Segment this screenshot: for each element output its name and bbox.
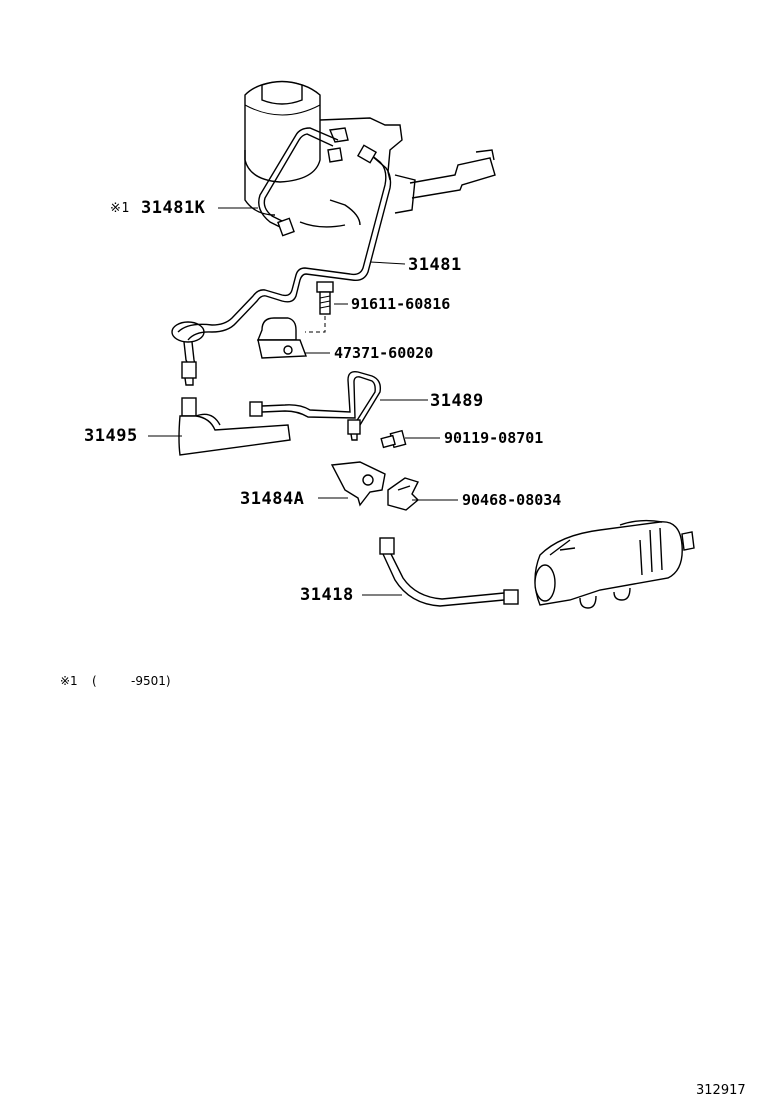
tube-31489	[249, 370, 382, 441]
label-90119-08701: 90119-08701	[444, 429, 544, 447]
leader-lines	[148, 207, 458, 596]
label-31481: 31481	[408, 255, 462, 275]
tube-31481K	[258, 127, 339, 237]
label-31484A: 31484A	[240, 489, 305, 509]
label-31489: 31489	[430, 391, 484, 411]
footnote-mark: ※1	[60, 674, 78, 688]
label-91611-60816: 91611-60816	[351, 295, 451, 313]
label-31418: 31418	[300, 585, 354, 605]
tube-31481	[171, 144, 392, 386]
label-31495: 31495	[84, 426, 138, 446]
label-31481K-mark: ※1	[110, 201, 130, 216]
bolt-91611	[305, 281, 334, 333]
bracket-31484A	[330, 461, 386, 507]
label-31481K: 31481K	[141, 198, 206, 218]
release-cylinder	[534, 519, 695, 609]
clamp-47371	[256, 317, 307, 359]
document-id: 312917	[696, 1083, 746, 1098]
bracket-31495	[178, 397, 291, 456]
clutch-master-cylinder	[244, 80, 496, 228]
hose-31418	[379, 537, 519, 607]
clip-90468	[387, 477, 420, 511]
bolt-90119	[380, 429, 407, 449]
label-90468-08034: 90468-08034	[462, 491, 562, 509]
label-47371-60020: 47371-60020	[334, 344, 434, 362]
footnote-range: -9501)	[131, 674, 171, 688]
footnote-open: (	[92, 674, 97, 688]
